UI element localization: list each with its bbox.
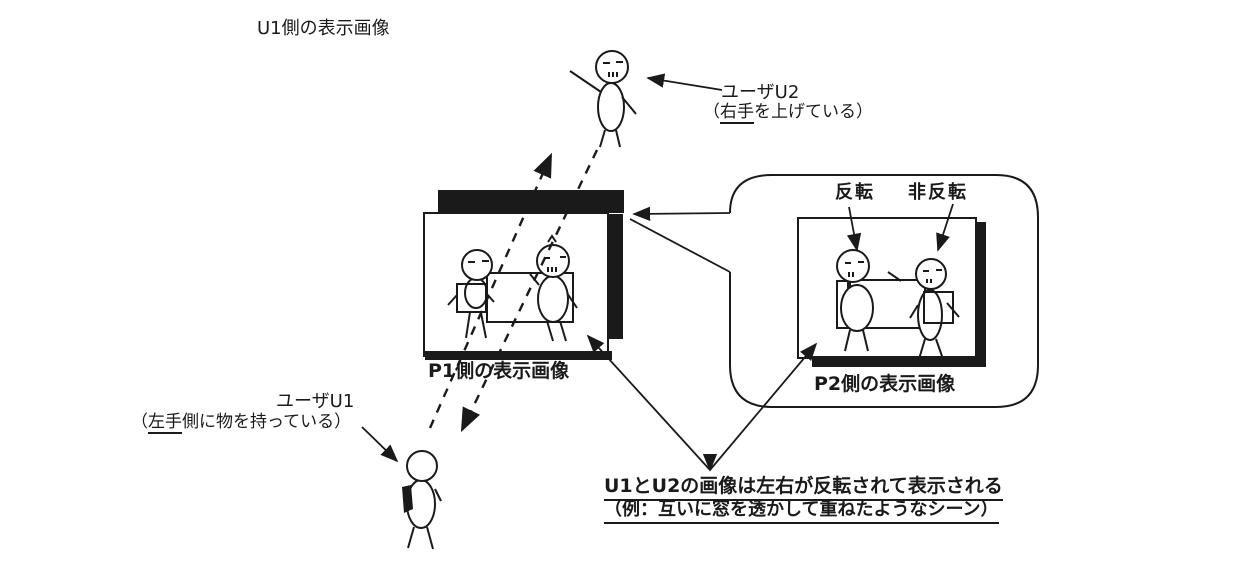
p2-right-person-non-inverted <box>909 258 960 360</box>
user-u2-desc: （右手を上げている） <box>703 102 873 124</box>
user-u2-figure <box>569 50 637 148</box>
callout-wedge-bottom-line <box>629 218 731 273</box>
p2-window-corner-line <box>887 271 902 282</box>
p2-callout-bubble <box>629 174 1039 408</box>
non-inverted-label: 非反転 <box>908 182 968 203</box>
user-u1-name: ユーザU1 <box>276 391 355 412</box>
u1-desc-underlined: 左手 <box>148 412 182 434</box>
note-arrow-to-p1-screen <box>586 334 711 471</box>
p2-display-screen <box>797 203 986 367</box>
note-connector <box>586 334 818 472</box>
p2-screen-right-shadow <box>976 222 986 362</box>
u2-raised-right-hand <box>569 70 602 93</box>
p1-display-screen <box>423 190 624 360</box>
callout-wedge-top-arrow <box>632 206 731 222</box>
p1-screen-bottom-bar <box>425 351 612 360</box>
non-inverted-label-arrow <box>936 203 954 252</box>
gaze-arrow-u2-to-u1 <box>460 149 599 433</box>
inverted-label: 反転 <box>835 182 875 203</box>
p1-screen-label: P1側の表示画像 <box>428 360 570 382</box>
u1-held-object <box>402 485 413 513</box>
p2-screen-label: P2側の表示画像 <box>814 373 956 395</box>
note-line2: （例：互いに窓を透かして重ねたようなシーン） <box>604 499 999 524</box>
gaze-lines <box>428 149 599 433</box>
user-u1-pointer-arrow <box>361 426 399 463</box>
u2-desc-open: （ <box>703 102 720 122</box>
u2-desc-rest: を上げている） <box>754 102 873 122</box>
callout-bubble-outline <box>729 174 1039 408</box>
p1-right-person <box>529 234 578 342</box>
p1-screen-top-bar <box>438 190 624 213</box>
note-line1: U1とU2の画像は左右が反転されて表示される <box>604 475 1003 501</box>
user-u2-name: ユーザU2 <box>721 82 800 103</box>
user-u2-pointer-arrow <box>646 73 723 91</box>
p2-screen-frame <box>797 217 977 359</box>
title-u1-display: U1側の表示画像 <box>257 18 390 39</box>
user-u1-desc: （左手側に物を持っている） <box>131 412 352 434</box>
p1-screen-right-shadow <box>608 214 623 339</box>
inverted-label-arrow <box>846 206 862 252</box>
p2-screen-bottom-bar <box>812 356 986 367</box>
note-arrow-to-p2-screen <box>709 342 818 471</box>
u1-desc-open: （ <box>131 412 148 432</box>
user-u1-figure <box>402 450 442 550</box>
u2-desc-underlined: 右手 <box>720 102 754 124</box>
u1-desc-rest: 側に物を持っている） <box>182 412 352 432</box>
p1-left-person <box>447 249 495 339</box>
p2-left-person-inverted <box>836 249 874 352</box>
